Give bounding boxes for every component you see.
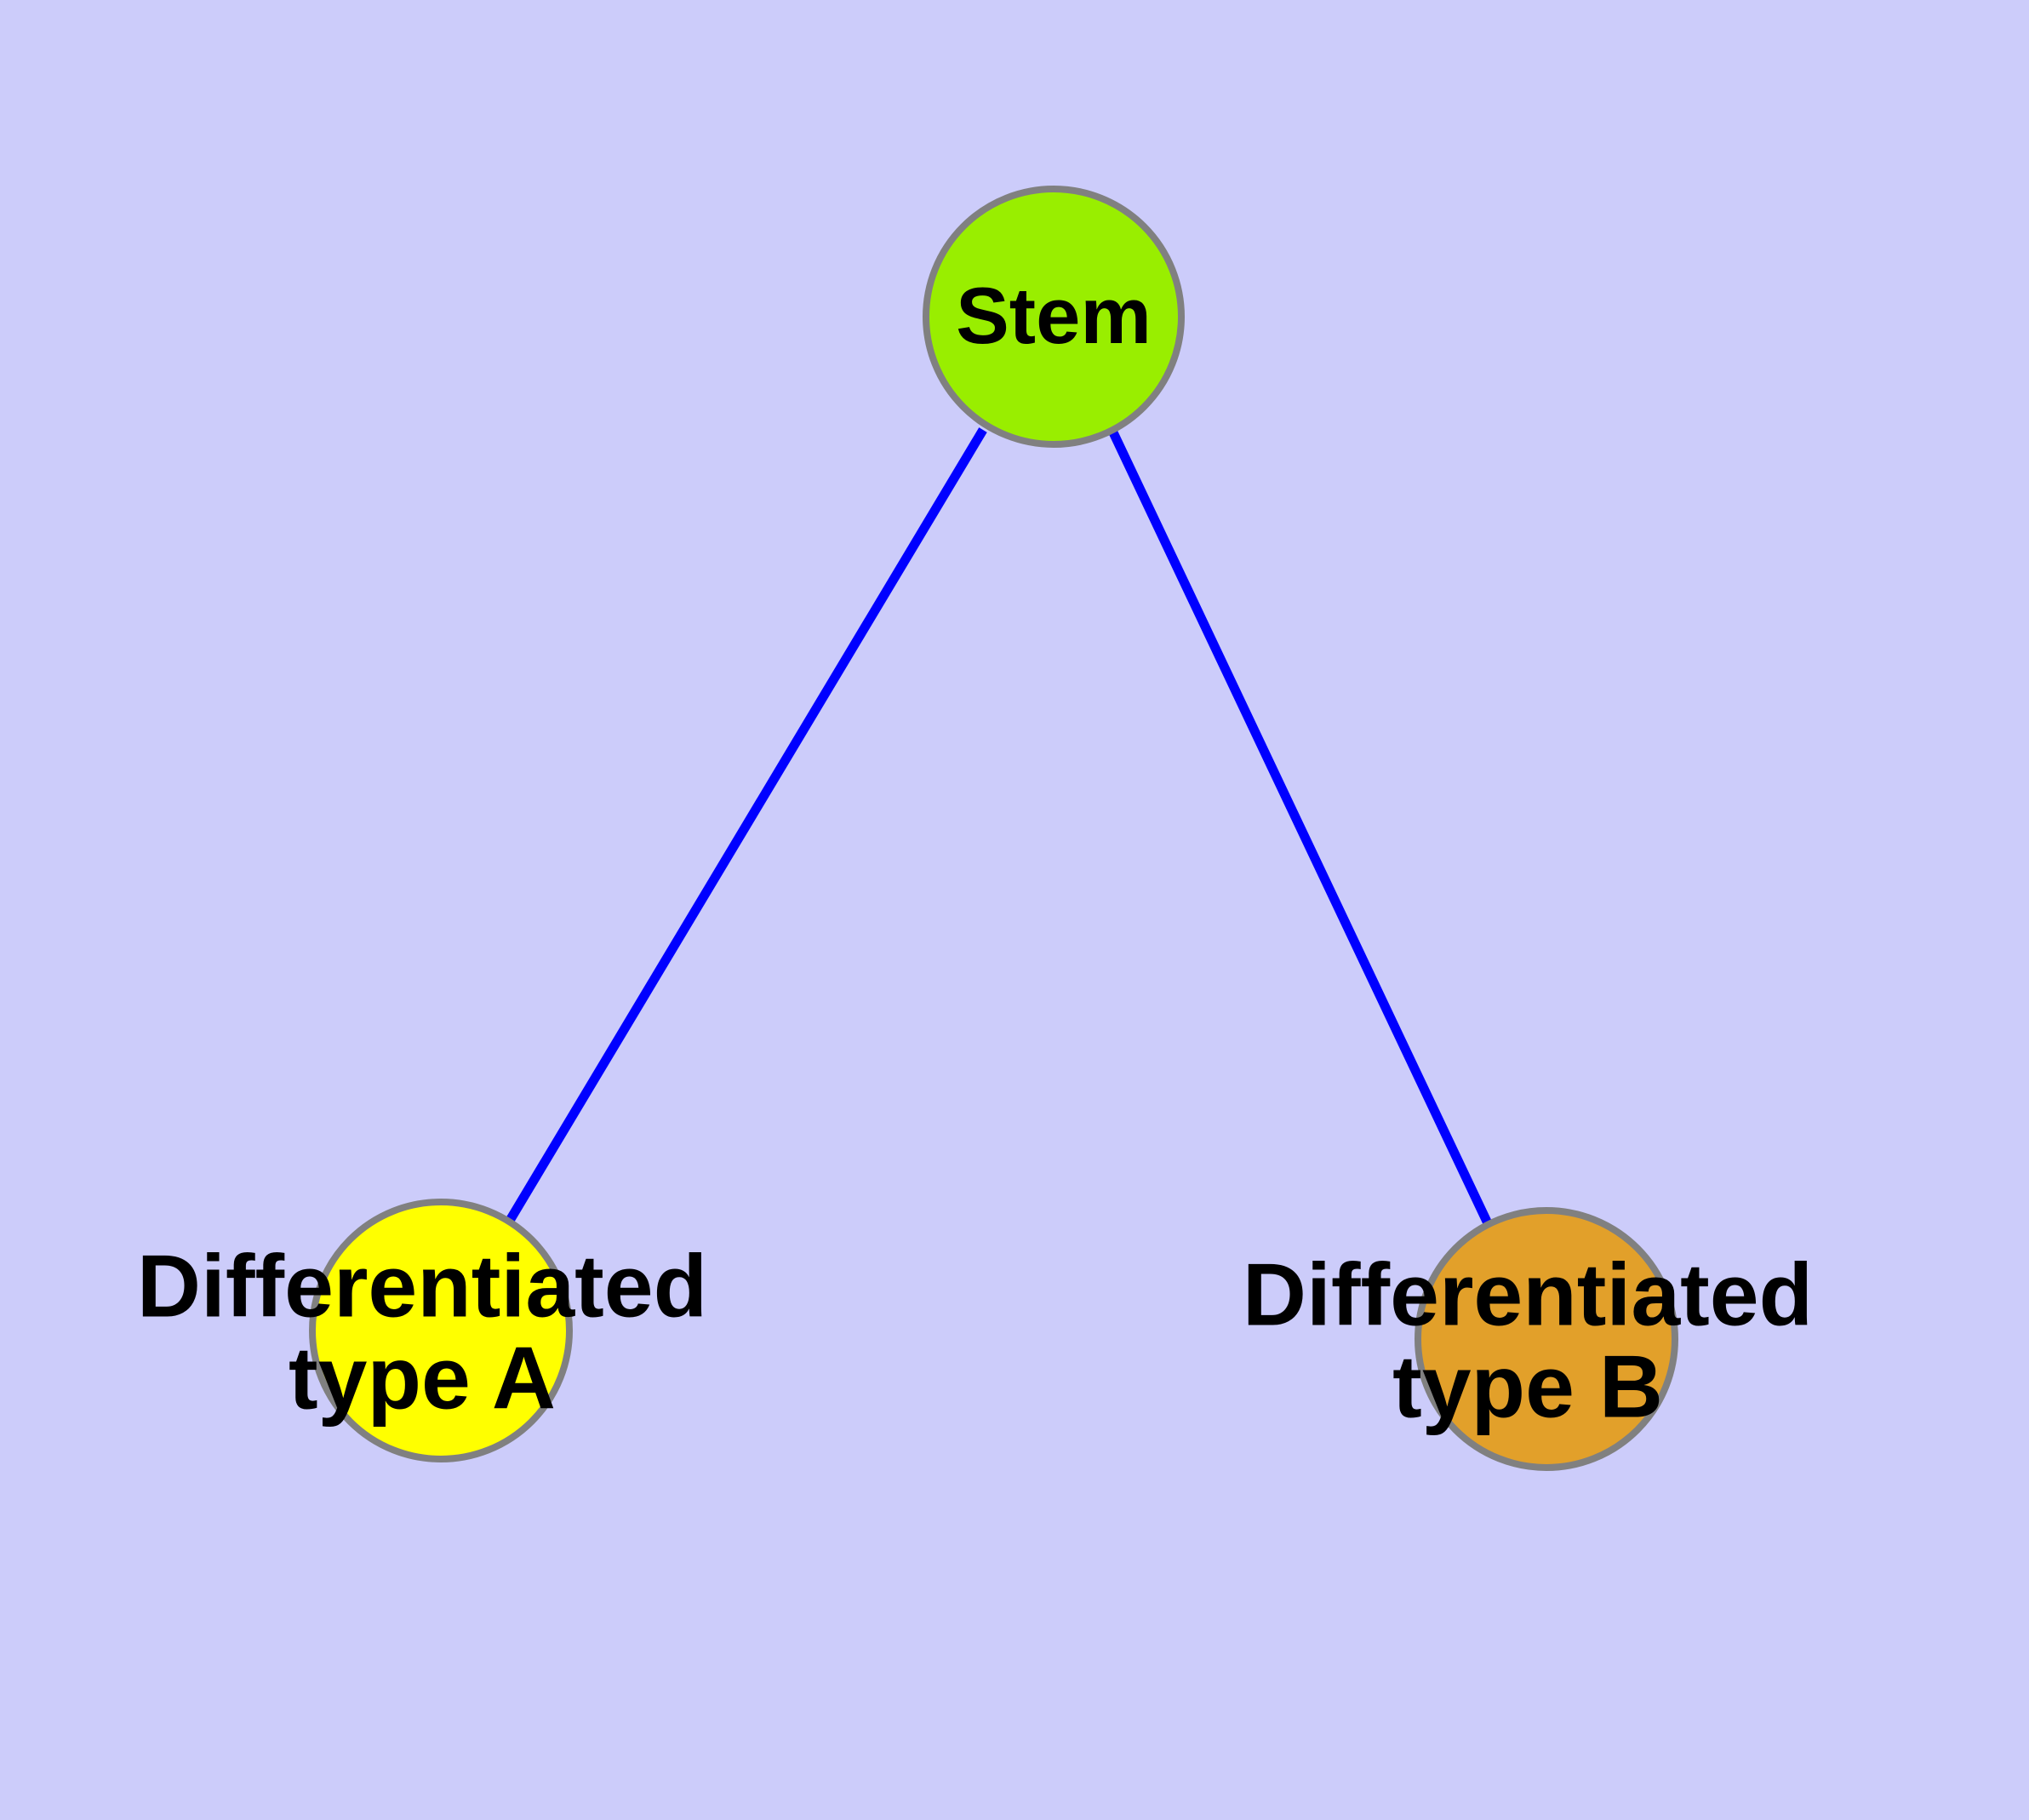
node-differentiated-type-a-label-line1: Differentiated (137, 1237, 707, 1336)
edge-stem-to-differentiated-type-a[interactable] (506, 427, 987, 1222)
node-differentiated-type-a[interactable]: Differentiated type A (137, 1199, 707, 1462)
node-differentiated-type-b[interactable]: Differentiated type B (1243, 1207, 1813, 1471)
node-differentiated-type-b-circle[interactable] (1415, 1207, 1678, 1471)
node-differentiated-type-b-label-line2: type B (1392, 1337, 1663, 1436)
node-stem[interactable]: Stem (923, 186, 1185, 448)
edge-layer (506, 427, 1492, 1226)
node-stem-circle[interactable] (923, 186, 1185, 448)
node-layer: Stem Differentiated type A Differentiate… (137, 186, 1813, 1471)
edge-stem-to-differentiated-type-b[interactable] (1109, 430, 1492, 1226)
node-differentiated-type-b-label-line1: Differentiated (1243, 1245, 1813, 1344)
node-differentiated-type-a-circle[interactable] (309, 1199, 573, 1462)
node-stem-label: Stem (956, 271, 1152, 360)
node-differentiated-type-a-label-line2: type A (289, 1329, 556, 1428)
